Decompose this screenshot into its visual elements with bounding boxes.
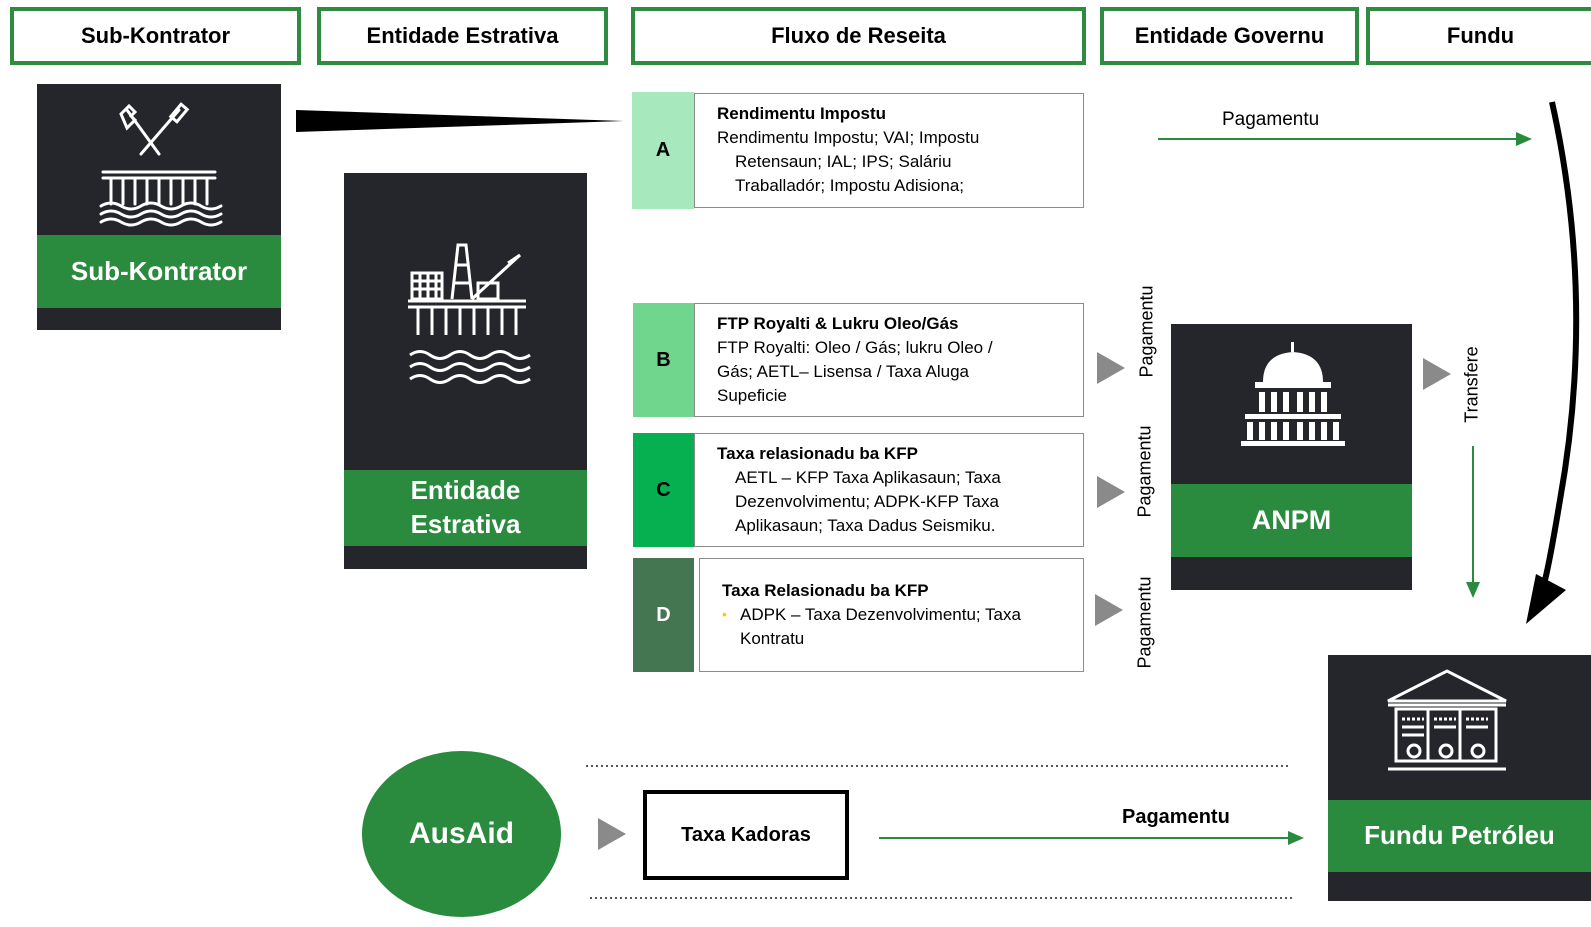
row-a-line2: Retensaun; IAL; IPS; Saláriu (735, 152, 952, 171)
row-d-letter: D (633, 558, 694, 672)
gray-arrow-d (1095, 594, 1123, 626)
oil-rig-icon (408, 243, 531, 384)
row-b-box: FTP Royalti & Lukru Oleo/Gás FTP Royalti… (694, 303, 1084, 417)
row-a-letter: A (632, 92, 694, 209)
gray-arrow-b (1097, 352, 1125, 384)
pagamentu-ausaid-label: Pagamentu (1122, 806, 1230, 828)
row-b-line2: Gás; AETL– Lisensa / Taxa Aluga (717, 362, 970, 381)
entidade-estrativa-label: Entidade Estrativa (344, 470, 587, 546)
anpm-tile: ANPM (1171, 324, 1412, 590)
capitol-building-icon (1241, 342, 1345, 446)
pagamentu-a-label: Pagamentu (1222, 109, 1320, 130)
row-d-bullet: • (722, 606, 727, 622)
row-b-letter: B (633, 303, 694, 417)
row-c-line3: Aplikasaun; Taxa Dadus Seismiku. (735, 516, 996, 535)
row-d-box: Taxa Relasionadu ba KFP • ADPK – Taxa De… (699, 558, 1084, 672)
row-a-line3: Traballadór; Impostu Adisiona; (735, 176, 964, 195)
row-b-line3: Supeficie (717, 386, 787, 405)
row-a-box: Rendimentu Impostu Rendimentu Impostu; V… (694, 93, 1084, 208)
row-c-line2: Dezenvolvimentu; ADPK-KFP Taxa (735, 492, 999, 511)
header-entidade-estrativa: Entidade Estrativa (317, 7, 608, 65)
entidade-estrativa-line1: Entidade (410, 475, 521, 506)
row-b-line1: FTP Royalti: Oleo / Gás; lukru Oleo / (717, 338, 993, 357)
row-b-title: FTP Royalti & Lukru Oleo/Gás (717, 314, 959, 333)
row-c-title: Taxa relasionadu ba KFP (717, 444, 918, 463)
row-c-letter: C (633, 433, 694, 547)
transfere-gray-arrow (1423, 358, 1451, 390)
fundu-petroleu-tile: Fundu Petróleu (1328, 655, 1591, 901)
header-fluxo-de-reseita: Fluxo de Reseita (631, 7, 1086, 65)
row-a-line1: Rendimentu Impostu; VAI; Impostu (717, 128, 980, 147)
header-entidade-governu: Entidade Governu (1100, 7, 1359, 65)
header-fundu: Fundu (1366, 7, 1591, 65)
tools-platform-icon (99, 102, 223, 227)
fund-documents-icon (1387, 669, 1507, 771)
row-d-line2: Kontratu (740, 629, 805, 648)
header-sub-kontrator: Sub-Kontrator (10, 7, 301, 65)
ausaid-gray-arrow (598, 818, 626, 850)
row-d-line1: ADPK – Taxa Dezenvolvimentu; Taxa (740, 605, 1021, 624)
anpm-label: ANPM (1171, 484, 1412, 557)
taxa-kadoras-box: Taxa Kadoras (643, 790, 849, 880)
row-c-box: Taxa relasionadu ba KFP AETL – KFP Taxa … (694, 433, 1084, 547)
row-c-line1: AETL – KFP Taxa Aplikasaun; Taxa (735, 468, 1001, 487)
gray-arrow-c (1097, 476, 1125, 508)
ausaid-circle: AusAid (362, 751, 561, 917)
row-a-title: Rendimentu Impostu (717, 104, 887, 123)
sub-kontrator-tile: Sub-Kontrator (37, 84, 281, 330)
row-d-title: Taxa Relasionadu ba KFP (722, 581, 929, 600)
entidade-estrativa-tile: Entidade Estrativa (344, 173, 587, 569)
fundu-petroleu-label: Fundu Petróleu (1328, 800, 1591, 872)
entidade-estrativa-line2: Estrativa (410, 509, 521, 539)
sub-kontrator-label: Sub-Kontrator (37, 235, 281, 308)
